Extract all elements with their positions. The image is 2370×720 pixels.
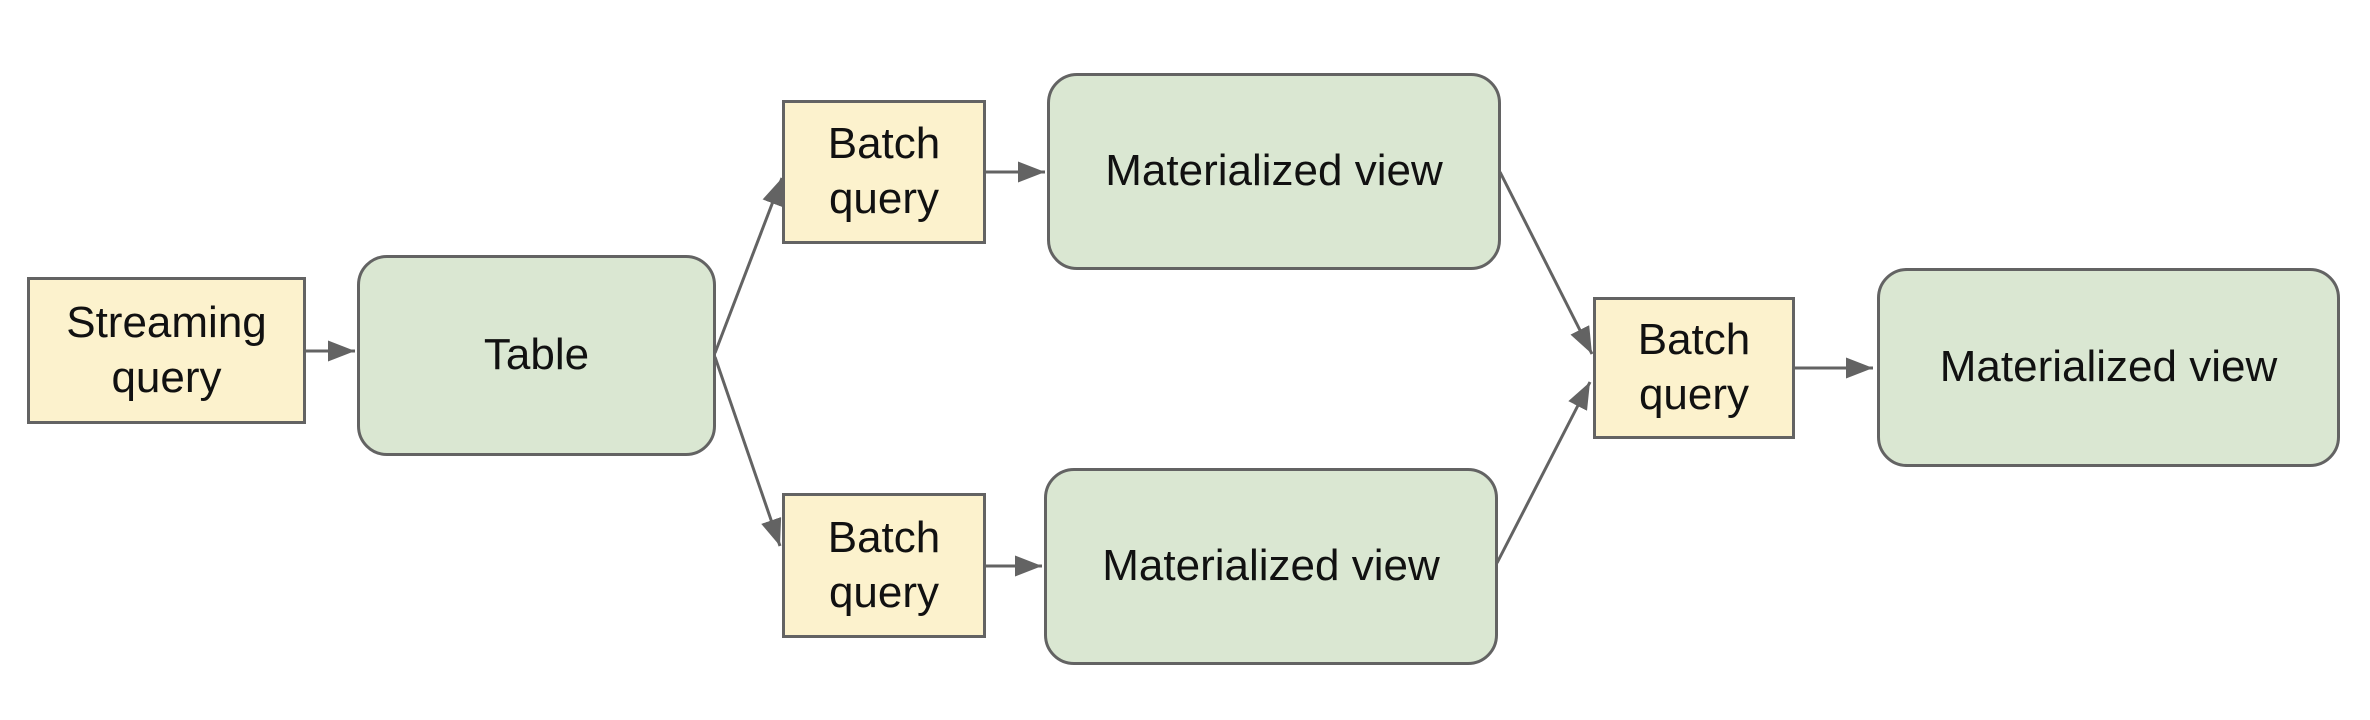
edge-materialized-view-top-to-batch-query-right <box>1498 171 1594 355</box>
node-batch-query-right: Batch query <box>1593 297 1795 439</box>
node-label: Batch query <box>827 119 941 223</box>
node-label: Batch query <box>827 512 941 617</box>
node-label: Materialized view <box>1102 541 1440 591</box>
node-batch-query-top: Batch query <box>782 100 986 244</box>
node-label: Table <box>483 330 590 380</box>
node-batch-query-bottom: Batch query <box>782 493 986 638</box>
edge-materialized-view-bottom-to-batch-query-right <box>1495 381 1592 564</box>
node-materialized-view-bottom: Materialized view <box>1044 468 1498 665</box>
edge-table-to-batch-query-bottom <box>713 356 782 547</box>
node-label: Streaming query <box>66 297 267 402</box>
node-table: Table <box>357 255 716 456</box>
node-streaming-query: Streaming query <box>27 277 306 424</box>
node-materialized-view-top: Materialized view <box>1047 73 1501 270</box>
edge-table-to-batch-query-top <box>713 177 784 354</box>
node-label: Materialized view <box>1939 342 2278 392</box>
node-materialized-view-right: Materialized view <box>1877 268 2340 467</box>
node-label: Materialized view <box>1105 146 1443 196</box>
node-label: Batch query <box>1637 315 1751 419</box>
